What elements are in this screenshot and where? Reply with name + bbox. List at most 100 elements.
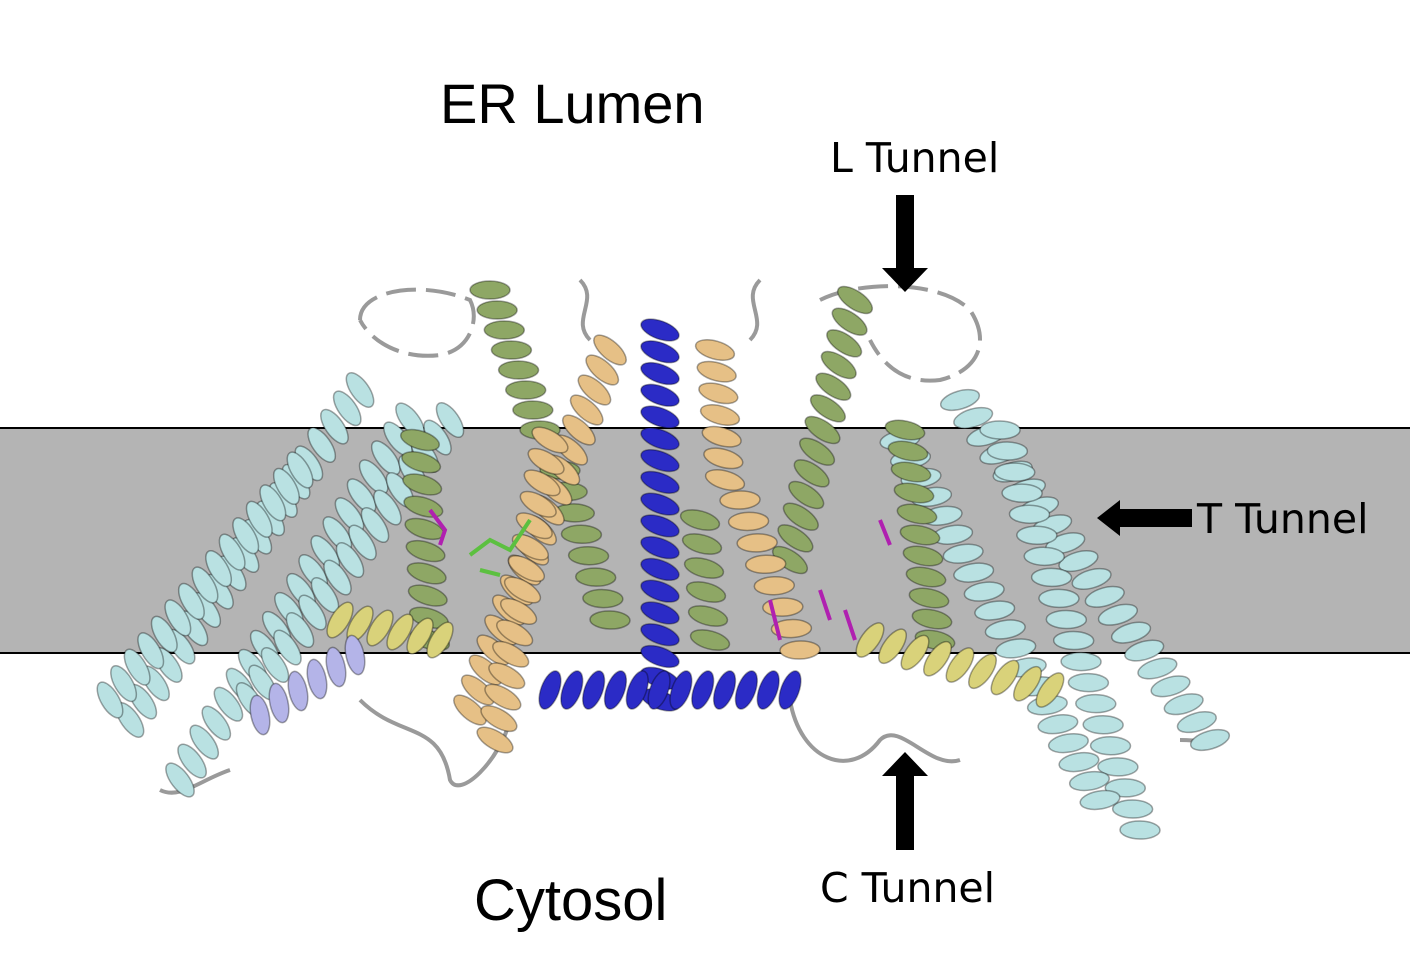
helix-turn	[1075, 693, 1117, 714]
helix-turn	[1045, 609, 1088, 630]
helix-turn	[490, 340, 533, 360]
helix-turn	[527, 447, 565, 475]
helix-turn	[1060, 651, 1102, 672]
helix-turn	[736, 533, 778, 553]
helix-turn	[712, 670, 737, 710]
helix-turn	[165, 762, 195, 798]
helix-turn	[1037, 714, 1079, 735]
helix-turn	[799, 437, 836, 466]
helix-turn	[1047, 732, 1089, 754]
helix-turn	[569, 394, 604, 426]
c-tunnel-label: C Tunnel	[820, 864, 996, 912]
helix-turn	[995, 638, 1037, 659]
helix-turn	[1008, 504, 1051, 524]
helix-tan-16	[719, 490, 821, 660]
helix-turn	[1119, 820, 1161, 840]
helix-turn	[683, 557, 725, 579]
helix-turn	[1052, 630, 1095, 651]
helix-turn	[307, 427, 337, 463]
er-lumen-label: ER Lumen	[440, 72, 705, 135]
helix-turn	[201, 705, 232, 741]
helix-turn	[402, 473, 443, 496]
helix-green-7	[469, 280, 561, 440]
helix-turn	[902, 545, 944, 567]
helix-turn	[344, 634, 366, 676]
helix-turn	[945, 647, 975, 683]
helix-turn	[744, 554, 787, 575]
helix-turn	[887, 440, 929, 462]
helix-tan-15	[694, 339, 746, 491]
helix-turn	[899, 524, 941, 546]
helix-turn	[360, 506, 390, 544]
helix-turn	[884, 419, 926, 441]
helix-turn	[519, 490, 557, 518]
helix-group	[96, 280, 1231, 840]
helix-turn	[640, 579, 680, 603]
helix-turn	[593, 334, 627, 366]
helix-turn	[460, 674, 495, 706]
helix-turn	[1038, 588, 1080, 609]
helix-turn	[1089, 736, 1132, 756]
helix-turn	[1058, 751, 1100, 773]
helix-turn	[923, 640, 952, 677]
t-tunnel-label: T Tunnel	[1197, 495, 1369, 543]
helix-turn	[953, 562, 995, 583]
helix-turn	[687, 605, 729, 627]
helix-turn	[603, 670, 628, 710]
helix-turn	[406, 617, 434, 655]
helix-turn	[560, 524, 603, 545]
helix-turn	[1067, 672, 1110, 693]
loop-center-right	[748, 278, 762, 342]
helix-turn	[405, 539, 446, 563]
helix-turn	[332, 390, 362, 427]
helix-turn	[287, 670, 309, 712]
helix-turn	[640, 492, 680, 516]
helix-turn	[753, 575, 796, 596]
ligand-magenta	[428, 508, 892, 641]
helix-turn	[699, 404, 741, 426]
cytosol-label: Cytosol	[474, 868, 668, 933]
helix-turn	[788, 480, 825, 510]
helix-turn	[320, 408, 349, 445]
helix-turn	[577, 374, 612, 406]
helix-turn	[1013, 665, 1042, 702]
helix-turn	[497, 360, 540, 380]
helix-turn	[511, 533, 549, 561]
ligands	[428, 508, 892, 641]
helix-turn	[640, 427, 680, 451]
helix-turn	[499, 597, 538, 625]
helix-turn	[1082, 714, 1124, 735]
helix-turn	[809, 394, 846, 423]
helix-turn	[647, 670, 671, 710]
helix-turn	[512, 400, 554, 420]
helix-turn	[503, 576, 542, 604]
helix-turn	[453, 694, 487, 726]
helix-turn	[531, 426, 569, 454]
helix-turn	[218, 533, 246, 571]
helix-turn	[191, 566, 219, 604]
helix-turn	[979, 420, 1021, 440]
helix-turn	[698, 382, 739, 405]
helix-turn	[177, 743, 207, 779]
helix-turn	[974, 600, 1016, 621]
helix-turn	[1035, 672, 1065, 708]
helix-turn	[640, 601, 680, 625]
helix-turn	[484, 683, 522, 711]
helix-turn	[232, 517, 260, 555]
helix-turn	[942, 543, 984, 564]
loop-left-bottom	[358, 698, 512, 788]
helix-turn	[1084, 585, 1125, 608]
helix-turn	[213, 686, 244, 722]
helix-turn	[1110, 621, 1152, 644]
helix-turn	[777, 524, 814, 553]
helix-turn	[567, 545, 610, 566]
helix-turn	[285, 611, 315, 649]
helix-turn	[681, 533, 723, 555]
helix-turn	[984, 619, 1026, 640]
helix-turn	[963, 581, 1005, 602]
helix-turn	[373, 489, 402, 526]
helix-turn	[703, 447, 744, 470]
helix-turn	[1189, 728, 1231, 752]
helix-turn	[1001, 483, 1043, 503]
helix-turn	[259, 484, 287, 522]
